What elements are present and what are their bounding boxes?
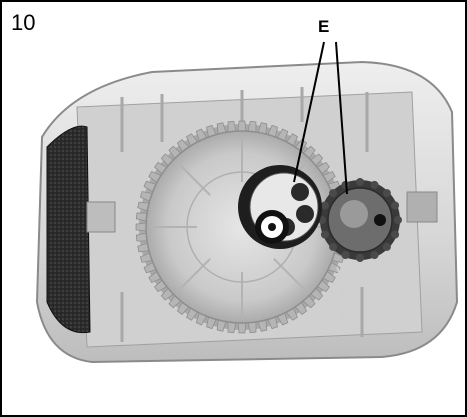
callout-label: E bbox=[318, 17, 330, 36]
callout-leaders bbox=[293, 41, 348, 195]
gear-spoke bbox=[273, 258, 308, 293]
pinion-tooth bbox=[391, 201, 400, 210]
pinion-tooth bbox=[320, 230, 329, 239]
foam-pad bbox=[46, 125, 91, 334]
pinion-tooth bbox=[370, 180, 379, 189]
housing-ribs bbox=[120, 87, 369, 342]
pinion-tooth bbox=[329, 189, 338, 198]
pinion-tooth bbox=[341, 251, 350, 260]
pinion-tooth bbox=[382, 189, 391, 198]
pinion-gear bbox=[318, 178, 402, 262]
pinion-tooth bbox=[356, 178, 364, 186]
pinion-tooth bbox=[394, 216, 402, 224]
pinion-tooth bbox=[320, 201, 329, 210]
gear-spoke bbox=[176, 258, 211, 293]
right-slot bbox=[406, 191, 438, 223]
pinion-tooth bbox=[382, 242, 391, 251]
spring-wire bbox=[336, 266, 345, 323]
step-number: 10 bbox=[11, 10, 36, 35]
latch-tab bbox=[86, 201, 116, 233]
gear-spoke bbox=[176, 161, 211, 196]
pinion-tooth bbox=[329, 242, 338, 251]
pinion-tooth bbox=[370, 251, 379, 260]
center-hub bbox=[238, 165, 322, 249]
pinion-tooth bbox=[356, 254, 364, 262]
pinion-tooth bbox=[391, 230, 400, 239]
